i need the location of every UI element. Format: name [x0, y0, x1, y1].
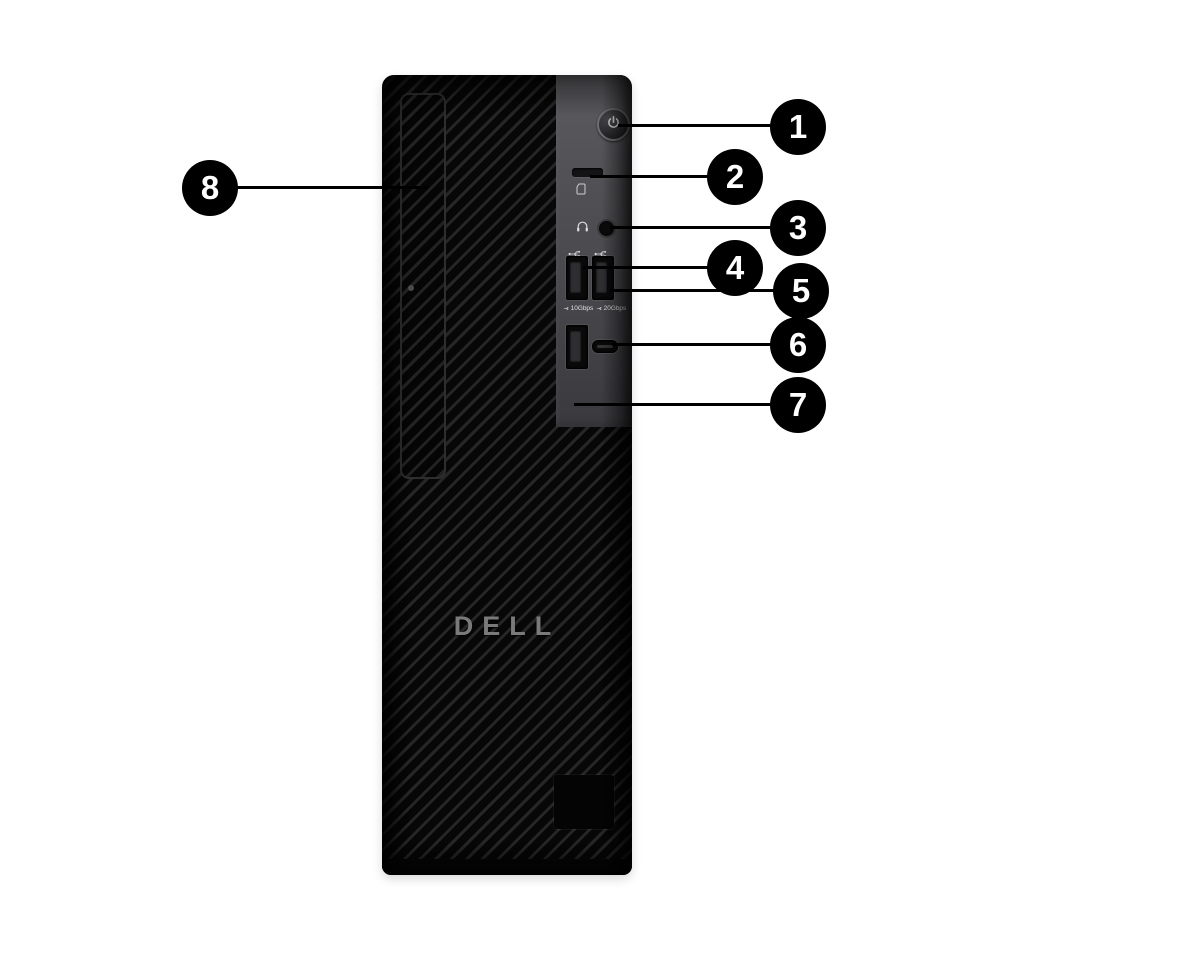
callout-number: 3	[788, 209, 808, 246]
dell-logo: DELL	[453, 611, 561, 641]
callout-number: 4	[725, 249, 745, 286]
tower-base	[382, 859, 632, 875]
optical-drive	[400, 93, 446, 479]
usb-speed-labels: 10Gbps 20Gbps	[562, 305, 626, 312]
usb-port-2	[592, 256, 614, 300]
callout-6-usb-c-port: 6	[770, 317, 826, 373]
callout-line-8	[236, 186, 428, 189]
callout-number: 1	[788, 108, 808, 145]
optical-eject-button	[408, 285, 414, 291]
callout-line-6	[612, 343, 772, 346]
usb-a-10gbps-port	[566, 325, 588, 369]
usb-tongue	[570, 262, 581, 293]
callout-line-1	[618, 124, 772, 127]
callout-number: 2	[725, 158, 745, 195]
dell-tower-front: 10Gbps 20Gbps DELL	[382, 75, 632, 875]
callout-1-power-button: 1	[770, 99, 826, 155]
callout-3-headset-jack: 3	[770, 200, 826, 256]
usb-speed-label-20gbps: 20Gbps	[596, 305, 626, 312]
callout-line-3	[610, 226, 772, 229]
usb-c-pin	[597, 345, 613, 348]
callout-line-2	[590, 175, 709, 178]
callout-7-usb-a-port: 7	[770, 377, 826, 433]
callout-number: 5	[791, 272, 811, 309]
callout-line-4	[583, 266, 709, 269]
callout-line-5	[610, 289, 775, 292]
headset-icon	[576, 220, 589, 238]
callout-2-sd-card-slot: 2	[707, 149, 763, 205]
usb-c-20gbps-port	[592, 340, 618, 353]
usb-speed-label-10gbps: 10Gbps	[563, 305, 593, 312]
callout-line-7	[574, 403, 772, 406]
callout-number: 6	[788, 326, 808, 363]
callout-5-usb-port: 5	[773, 263, 829, 319]
front-label-plate	[554, 775, 614, 829]
callout-number: 7	[788, 386, 808, 423]
callout-number: 8	[200, 169, 220, 206]
usb-tongue	[570, 331, 581, 362]
front-io-panel: 10Gbps 20Gbps	[556, 75, 632, 427]
sd-card-icon	[576, 182, 586, 200]
callout-4-usb-port: 4	[707, 240, 763, 296]
usb-port-1	[566, 256, 588, 300]
callout-8-optical-drive: 8	[182, 160, 238, 216]
